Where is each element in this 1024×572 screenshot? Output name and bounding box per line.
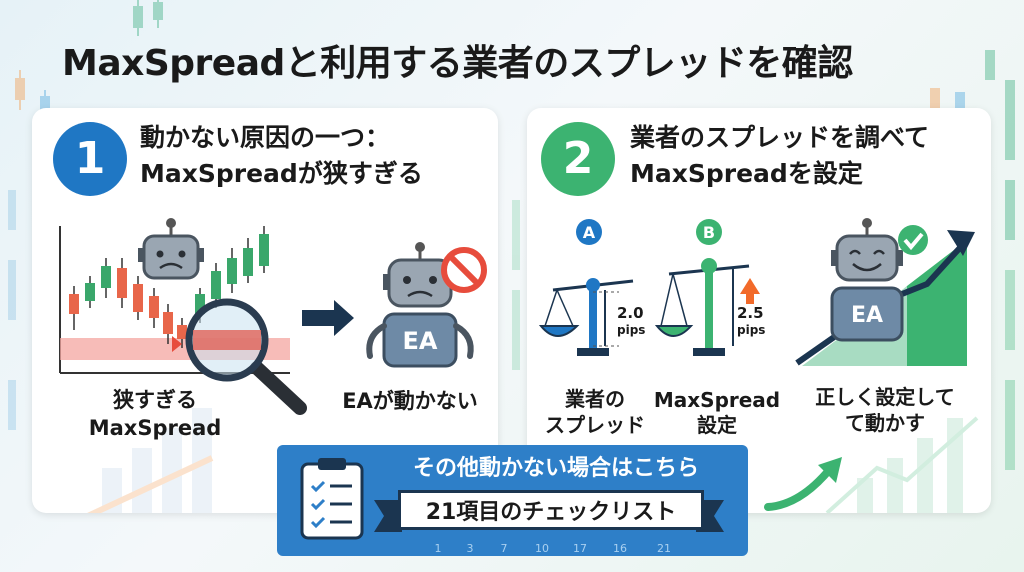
ea-robot-icon bbox=[366, 242, 474, 368]
banner-number: 3 bbox=[467, 542, 474, 555]
badge-b-label: B bbox=[703, 223, 715, 242]
label-b-line1: MaxSpread bbox=[653, 388, 781, 412]
result-line2: て動かす bbox=[845, 411, 925, 435]
page-title: MaxSpreadと利用する業者のスプレッドを確認 bbox=[62, 43, 853, 84]
panel2-illustration: A B 2.0 pips 2.5 pips bbox=[538, 218, 979, 513]
label-a-line1: 業者の bbox=[565, 387, 625, 411]
narrow-label-line2: MaxSpread bbox=[88, 416, 222, 440]
banner-number: 21 bbox=[657, 542, 671, 555]
happy-ea-robot-icon bbox=[830, 218, 904, 342]
label-b-line2: 設定 bbox=[697, 413, 737, 437]
badge-a-label: A bbox=[583, 223, 596, 242]
result-line1: 正しく設定して bbox=[815, 385, 955, 409]
value-b: 2.5 bbox=[737, 304, 764, 322]
scale-b-icon bbox=[654, 258, 760, 356]
green-swoosh-arrow-icon bbox=[764, 457, 842, 511]
banner-title: その他動かない場合はこちら bbox=[412, 456, 699, 481]
panel2-title-line1: 業者のスプレッドを調べて bbox=[630, 123, 930, 152]
sad-robot-icon bbox=[138, 218, 204, 280]
checkmark-icon bbox=[898, 225, 928, 255]
ea-chest-label: EA bbox=[403, 327, 438, 355]
prohibited-icon bbox=[441, 247, 487, 293]
value-a: 2.0 bbox=[617, 304, 644, 322]
label-a-line2: スプレッド bbox=[545, 413, 645, 437]
badge-b bbox=[696, 219, 722, 245]
narrow-label-line1: 狭すぎる bbox=[113, 388, 197, 412]
step-number-2: 2 bbox=[541, 122, 615, 196]
banner-number: 1 bbox=[435, 542, 442, 555]
step-number-1: 1 bbox=[53, 122, 127, 196]
scale-a-icon bbox=[538, 278, 634, 356]
banner-number: 7 bbox=[501, 542, 508, 555]
banner-number: 17 bbox=[573, 542, 587, 555]
banner-number: 16 bbox=[613, 542, 627, 555]
clipboard-checklist-icon bbox=[300, 458, 364, 540]
panel2-title-line2: MaxSpreadを設定 bbox=[630, 159, 863, 188]
unit-b: pips bbox=[737, 323, 765, 337]
decor-bars bbox=[87, 408, 214, 513]
ea-not-working-label: EAが動かない bbox=[342, 389, 478, 413]
checklist-ribbon[interactable]: 21項目のチェックリスト bbox=[398, 490, 704, 530]
panel1-illustration: EA bbox=[59, 218, 487, 513]
unit-a: pips bbox=[617, 323, 645, 337]
banner-number-strip: 1 3 7 10 17 16 21 bbox=[435, 542, 672, 555]
magnifying-glass-icon bbox=[185, 298, 307, 415]
decor-growth bbox=[825, 416, 979, 513]
badge-a bbox=[576, 219, 602, 245]
right-arrow-icon bbox=[302, 300, 354, 336]
panel1-title-line1: 動かない原因の一つ： bbox=[140, 123, 391, 152]
banner-number: 10 bbox=[535, 542, 549, 555]
ea-chest-label-2: EA bbox=[851, 303, 883, 328]
panel1-title-line2: MaxSpreadが狭すぎる bbox=[140, 159, 423, 188]
